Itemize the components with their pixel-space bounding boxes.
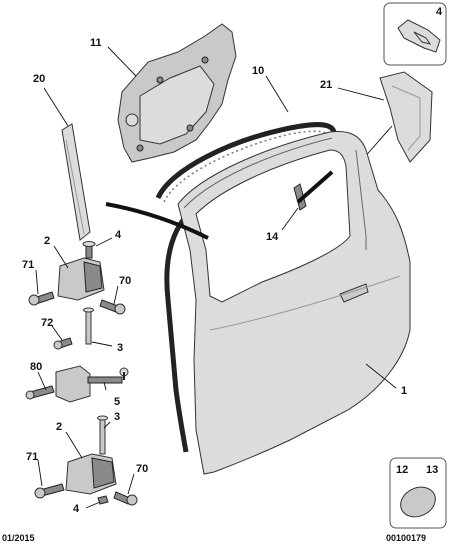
callout-1: 1 (401, 385, 407, 397)
upper-hinge-assembly (28, 241, 126, 315)
callout-2-lower: 2 (56, 421, 62, 433)
clip-part-4-icon (397, 19, 441, 53)
inset-box-part-4: 4 (383, 2, 447, 66)
callout-71-upper: 71 (22, 259, 34, 271)
callout-20: 20 (33, 73, 45, 85)
callout-11: 11 (90, 37, 102, 49)
door-module-panel-part-11 (117, 23, 237, 163)
bolt-part-72 (53, 337, 73, 350)
callout-4-top: 4 (436, 6, 443, 18)
strip-part-14 (105, 170, 334, 240)
callout-10: 10 (252, 65, 264, 77)
callout-4-upper: 4 (115, 229, 122, 241)
check-pin-part-3 (83, 307, 94, 345)
callout-5: 5 (114, 396, 120, 408)
callout-14: 14 (266, 231, 279, 243)
pillar-trim-part-20 (61, 123, 91, 241)
plug-part-12-13-icon (400, 486, 436, 518)
callout-4-lower: 4 (73, 503, 80, 515)
lower-hinge-assembly (34, 415, 138, 506)
callout-71-lower: 71 (26, 451, 38, 463)
door-check-strap-part-5 (25, 365, 129, 403)
callout-2-upper: 2 (44, 235, 50, 247)
rear-door-shell-part-1 (177, 131, 411, 475)
callout-80: 80 (30, 361, 42, 373)
callout-72: 72 (41, 317, 53, 329)
callout-12: 12 (396, 464, 408, 476)
footer-reference: 00100179 (386, 533, 426, 543)
callout-13: 13 (426, 464, 438, 476)
footer-date: 01/2015 (2, 533, 35, 543)
inset-box-parts-12-13: 12 13 (389, 457, 447, 529)
callout-70-upper: 70 (119, 275, 131, 287)
callout-3-upper: 3 (117, 342, 123, 354)
callout-3-lower: 3 (114, 411, 120, 423)
quarter-glass-part-21 (379, 71, 433, 163)
callout-70-lower: 70 (136, 463, 148, 475)
callout-21: 21 (320, 79, 332, 91)
